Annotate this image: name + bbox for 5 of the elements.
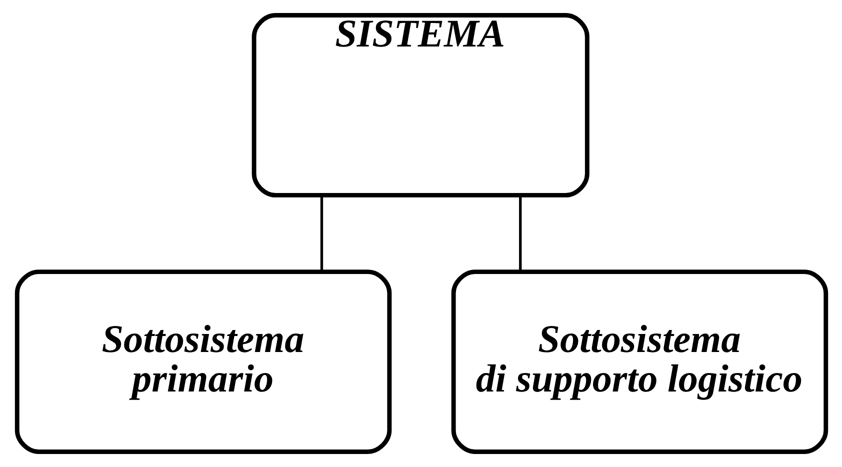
node-box: SISTEMA — [251, 13, 589, 198]
node-box: Sottosistema di supporto logistico — [450, 270, 828, 454]
node-box: Sottosistema primario — [14, 270, 392, 454]
connector — [320, 196, 323, 272]
connector — [518, 196, 522, 272]
